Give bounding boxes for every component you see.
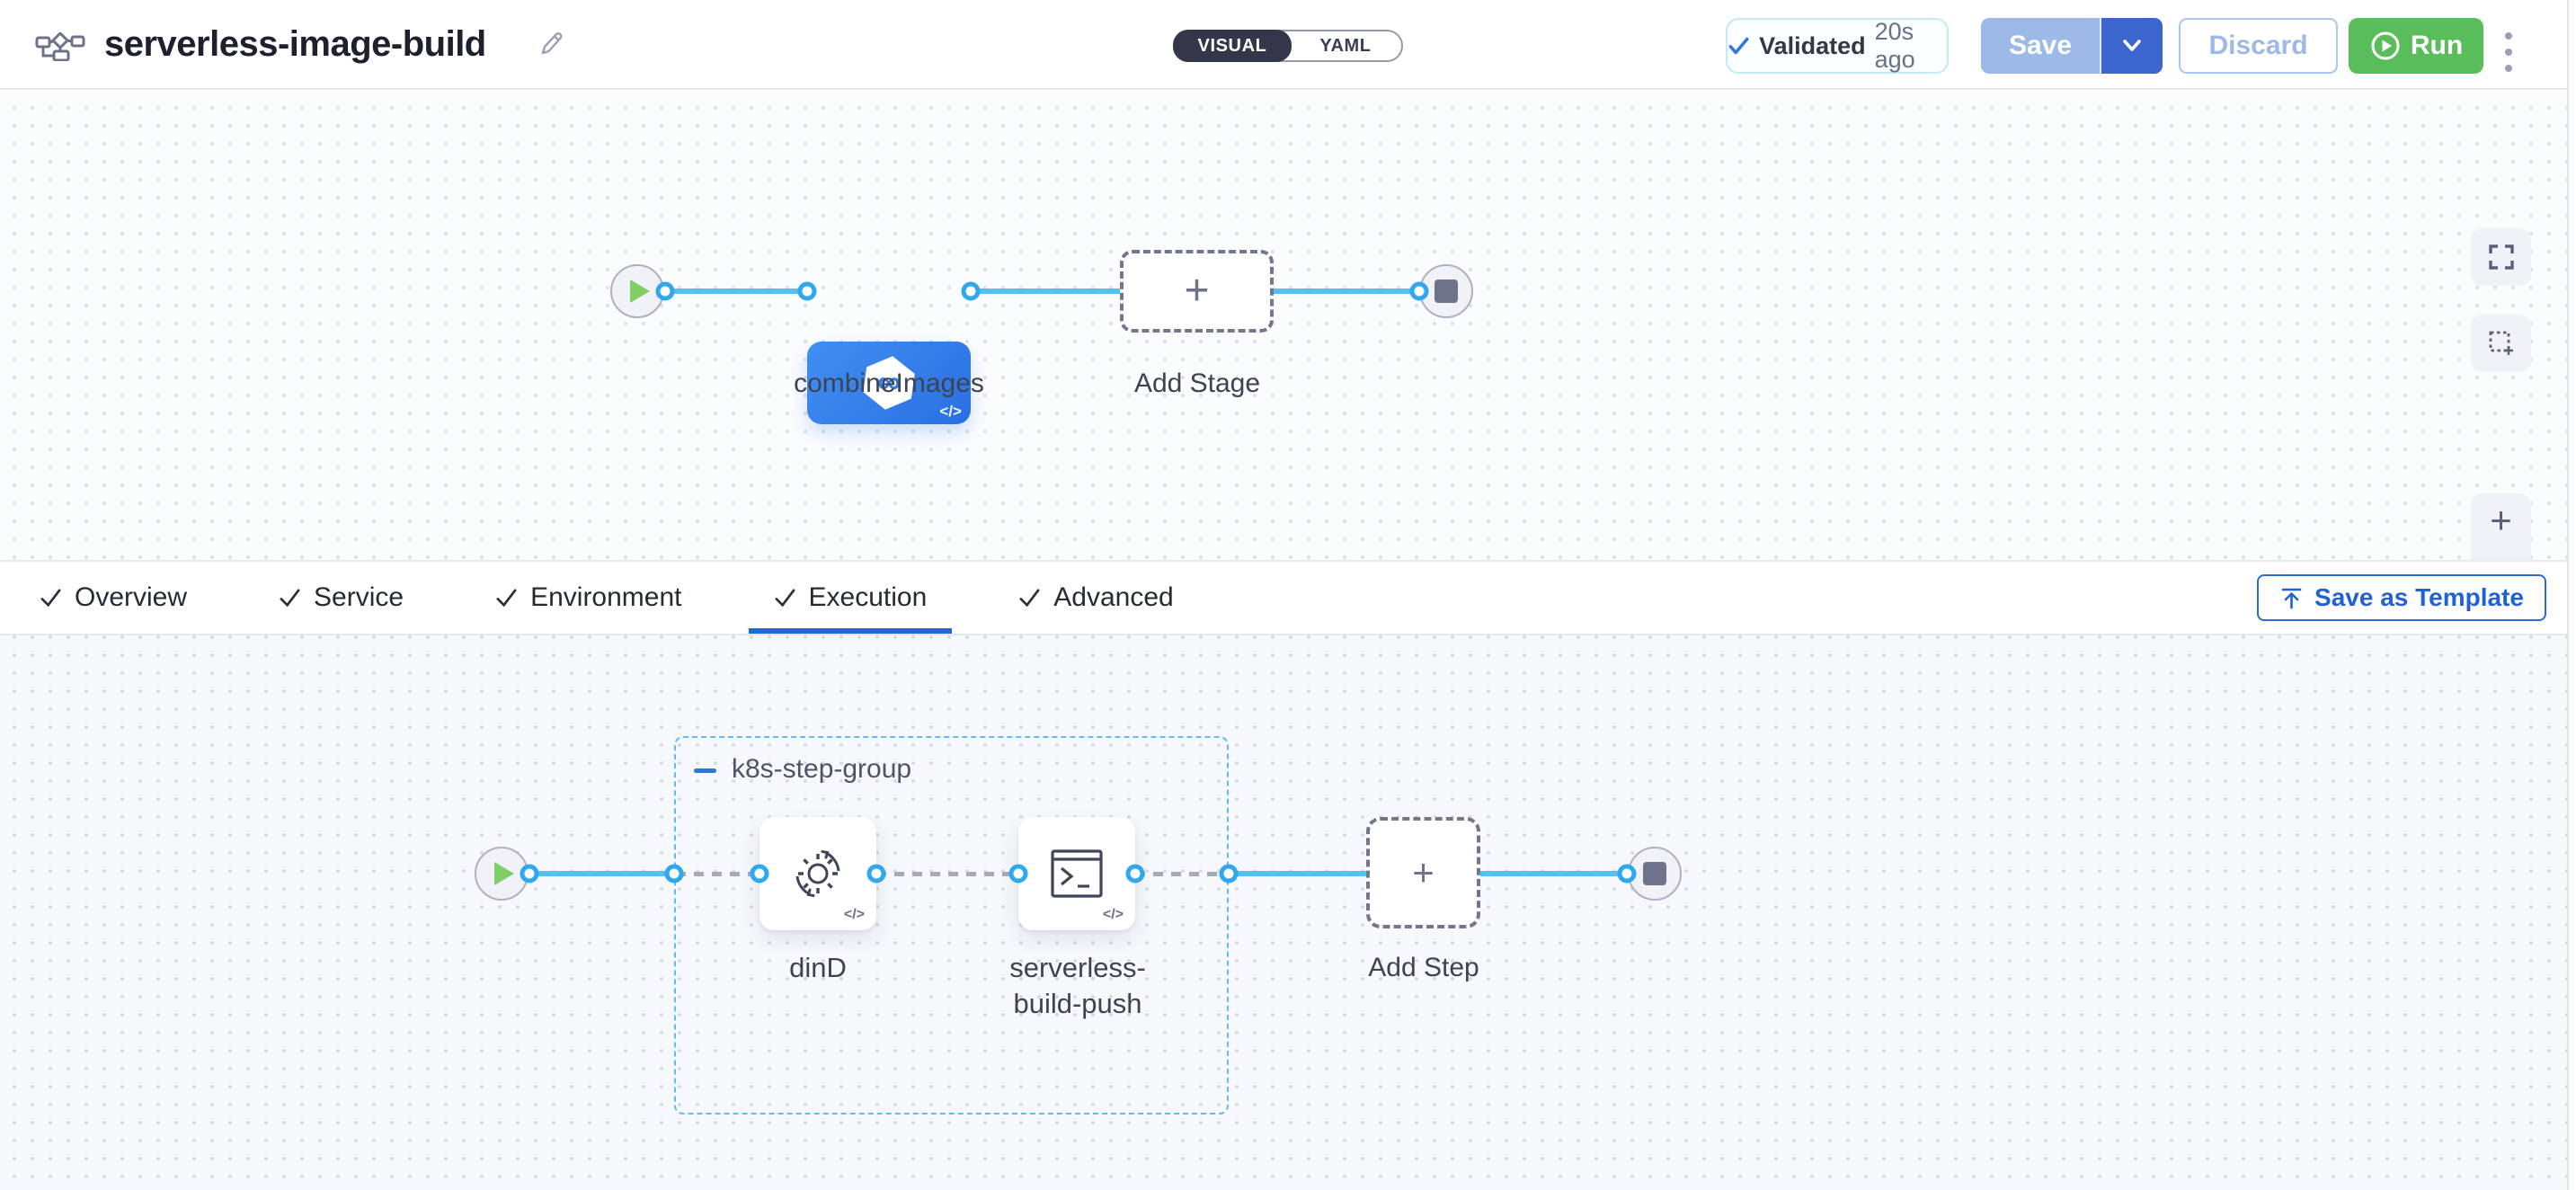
- add-step-button[interactable]: +: [1366, 817, 1480, 928]
- plus-icon: +: [1412, 851, 1435, 893]
- add-stage-label[interactable]: Add Stage: [1133, 369, 1261, 398]
- connector-port[interactable]: [520, 864, 539, 884]
- start-play-icon: [630, 280, 650, 303]
- tab-environment[interactable]: Environment: [470, 562, 706, 634]
- header: serverless-image-build VISUAL YAML Valid…: [0, 0, 2567, 90]
- connector-port[interactable]: [1008, 864, 1028, 884]
- chevron-down-icon: [2123, 40, 2141, 51]
- code-glyph-icon: </>: [1102, 907, 1124, 922]
- step-label-serverless-build-push[interactable]: serverless-build-push: [1009, 952, 1146, 1019]
- collapse-group-icon[interactable]: [694, 768, 716, 773]
- zoom-in-button[interactable]: +: [2490, 499, 2512, 542]
- tab-overview[interactable]: Overview: [14, 562, 212, 634]
- check-icon: [496, 589, 517, 607]
- code-glyph-icon: </>: [843, 907, 865, 922]
- execution-end-node: [1628, 847, 1682, 901]
- code-glyph-icon: </>: [939, 403, 962, 420]
- connector-line: [1270, 289, 1423, 294]
- pipeline-icon: [34, 32, 86, 61]
- check-icon: [280, 589, 300, 607]
- selection-mode-button[interactable]: [2471, 315, 2531, 372]
- stage-label[interactable]: combineImages: [794, 369, 984, 398]
- connector-port[interactable]: [750, 864, 769, 884]
- dashed-connector: [876, 872, 1020, 876]
- check-icon: [775, 589, 795, 607]
- connector-line: [661, 289, 812, 294]
- connector-line: [971, 289, 1124, 294]
- connector-line: [526, 871, 676, 876]
- step-label-dind[interactable]: dinD: [789, 952, 847, 983]
- stage-hexagon-icon: ∞: [863, 356, 915, 410]
- connector-port[interactable]: [961, 281, 981, 301]
- terminal-icon: [1051, 849, 1103, 898]
- connector-port[interactable]: [655, 281, 675, 301]
- start-play-icon: [494, 862, 514, 885]
- gear-sync-icon: [795, 850, 840, 897]
- check-icon: [1728, 37, 1749, 55]
- connector-port[interactable]: [1409, 281, 1429, 301]
- step-node-dind[interactable]: </>: [759, 817, 876, 930]
- fullscreen-button[interactable]: [2471, 228, 2531, 286]
- more-options-kebab-icon[interactable]: [2504, 32, 2513, 72]
- toggle-yaml[interactable]: YAML: [1319, 35, 1372, 56]
- run-button[interactable]: Run: [2349, 18, 2483, 74]
- scrollbar-track[interactable]: [2567, 0, 2576, 1190]
- active-tab-underline: [748, 628, 953, 634]
- marquee-select-icon: [2489, 331, 2513, 355]
- save-button[interactable]: Save: [1981, 18, 2100, 74]
- tab-service[interactable]: Service: [253, 562, 429, 634]
- stage-node-combineimages[interactable]: ∞ </>: [807, 342, 971, 424]
- step-group-k8s[interactable]: k8s-step-group: [674, 736, 1229, 1115]
- step-node-serverless-build-push[interactable]: </>: [1018, 817, 1135, 930]
- connector-port[interactable]: [1219, 864, 1239, 884]
- connector-line: [1479, 871, 1629, 876]
- run-play-icon: [2371, 31, 2400, 60]
- pipeline-start-node: [610, 264, 664, 318]
- discard-button[interactable]: Discard: [2179, 18, 2338, 74]
- dashed-connector: [676, 872, 761, 876]
- fullscreen-icon: [2488, 244, 2514, 270]
- save-as-template-button[interactable]: Save as Template: [2257, 574, 2546, 621]
- connector-port[interactable]: [1617, 864, 1637, 884]
- svg-text:∞: ∞: [877, 363, 901, 400]
- page-title: serverless-image-build: [104, 23, 486, 64]
- end-stop-icon: [1435, 280, 1458, 303]
- add-step-label[interactable]: Add Step: [1368, 953, 1479, 982]
- connector-port[interactable]: [797, 281, 817, 301]
- validated-badge[interactable]: Validated 20s ago: [1726, 18, 1949, 74]
- connector-port[interactable]: [1125, 864, 1145, 884]
- connector-line: [1229, 871, 1368, 876]
- edit-pencil-icon[interactable]: [537, 30, 566, 58]
- end-stop-icon: [1643, 862, 1666, 885]
- pipeline-end-node: [1419, 264, 1473, 318]
- template-upload-icon: [2281, 588, 2302, 608]
- execution-canvas[interactable]: Execution Rollback k8s-step-group: [0, 635, 2567, 1190]
- step-group-label[interactable]: k8s-step-group: [732, 754, 912, 784]
- check-icon: [1019, 589, 1040, 607]
- connector-port[interactable]: [866, 864, 886, 884]
- dashed-connector: [1135, 872, 1229, 876]
- stage-canvas[interactable]: ∞ </> + combineImages Add Stage + −: [0, 92, 2567, 602]
- tab-advanced[interactable]: Advanced: [993, 562, 1198, 634]
- plus-icon: +: [1184, 267, 1210, 315]
- tab-execution[interactable]: Execution: [748, 562, 953, 634]
- check-icon: [40, 589, 61, 607]
- save-dropdown-button[interactable]: [2100, 18, 2163, 74]
- connector-port[interactable]: [664, 864, 684, 884]
- visual-yaml-toggle: VISUAL YAML: [1173, 30, 1403, 62]
- toggle-visual[interactable]: VISUAL: [1173, 30, 1292, 62]
- validated-time: 20s ago: [1874, 18, 1915, 73]
- run-label: Run: [2410, 31, 2464, 60]
- stage-tabbar: Overview Service Environment Execution A…: [0, 560, 2567, 635]
- add-stage-button[interactable]: +: [1120, 250, 1274, 333]
- validated-label: Validated: [1759, 31, 1866, 59]
